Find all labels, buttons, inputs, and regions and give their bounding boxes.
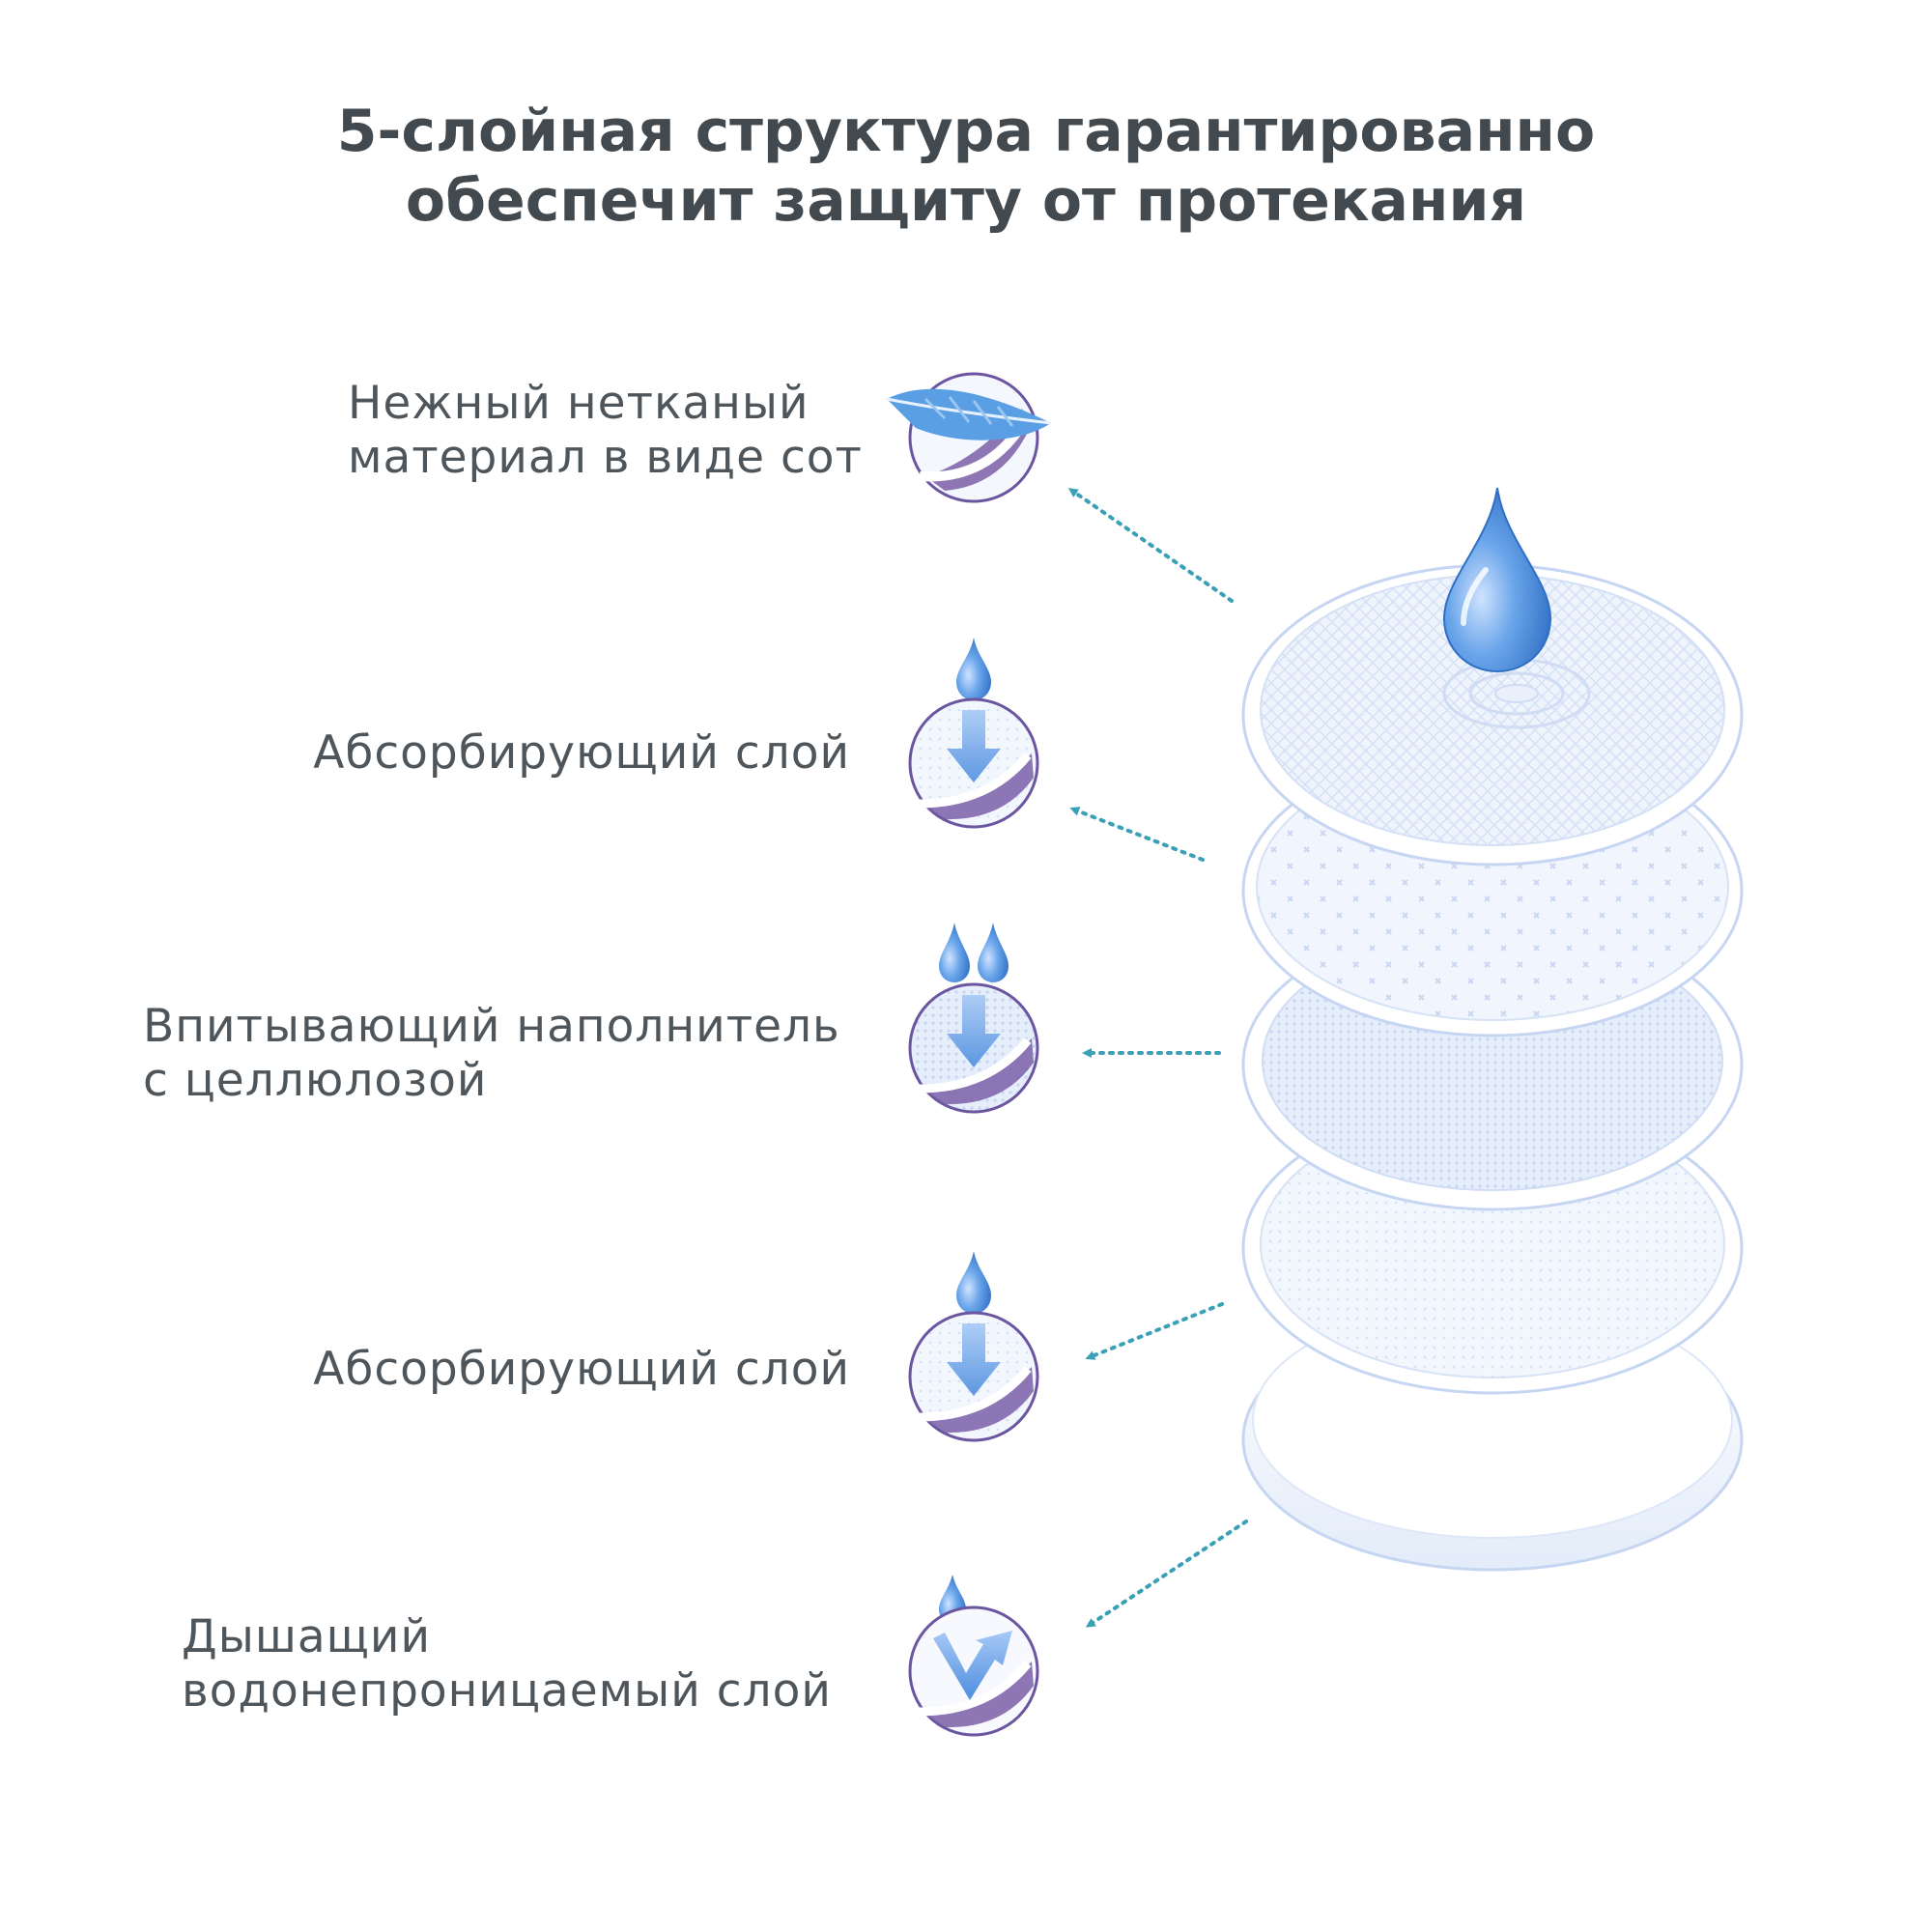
feather-icon xyxy=(886,370,1052,505)
pointer-arrows xyxy=(1067,488,1248,1628)
layer-5-label-line-1: Дышащий xyxy=(182,1610,431,1663)
pointer-arrow-5 xyxy=(1085,1520,1248,1628)
layer-5-label: Дышащий водонепроницаемый слой xyxy=(182,1610,832,1719)
pad-layer-1 xyxy=(1241,563,1744,867)
pointer-arrow-1 xyxy=(1067,488,1234,603)
title-line-2: обеспечит защиту от протекания xyxy=(405,167,1527,235)
layer-2-label: Абсорбирующий слой xyxy=(313,726,850,781)
layer-3-label-line-2: с целлюлозой xyxy=(143,1054,488,1107)
layer-3-label: Впитывающий наполнитель с целлюлозой xyxy=(143,1000,840,1108)
breathable-arrow-icon xyxy=(906,1575,1041,1739)
layer-3-label-line-1: Впитывающий наполнитель xyxy=(143,1000,840,1053)
drop-down-arrow-icon xyxy=(906,638,1041,831)
layer-1-label: Нежный нетканый материал в виде сот xyxy=(348,377,863,485)
page-title: 5-слойная структура гарантированно обесп… xyxy=(0,97,1932,236)
layer-4-label: Абсорбирующий слой xyxy=(313,1343,850,1397)
title-line-1: 5-слойная структура гарантированно xyxy=(336,98,1596,165)
layer-1-label-line-2: материал в виде сот xyxy=(348,431,863,484)
layer-5-label-line-2: водонепроницаемый слой xyxy=(182,1664,832,1718)
pointer-arrow-4 xyxy=(1085,1302,1224,1360)
pointer-arrow-2 xyxy=(1069,807,1205,862)
layer-2-label-line-1: Абсорбирующий слой xyxy=(313,726,850,780)
layer-4-label-line-1: Абсорбирующий слой xyxy=(313,1343,850,1396)
double-drop-arrow-icon xyxy=(906,923,1041,1116)
drop-down-arrow-icon xyxy=(906,1251,1041,1444)
layer-1-label-line-1: Нежный нетканый xyxy=(348,377,810,430)
water-drop-icon xyxy=(1442,487,1552,673)
